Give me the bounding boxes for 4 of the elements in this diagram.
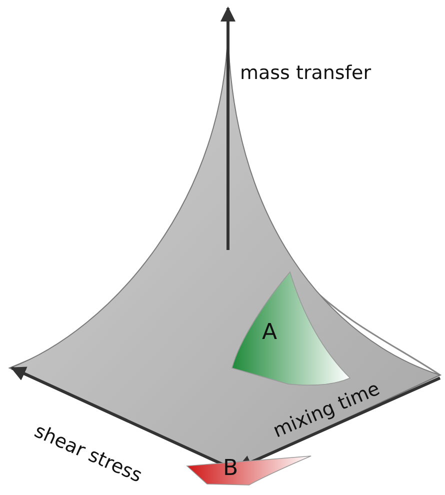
region-letter: A [262,320,278,345]
axis-label: shear stress [31,420,146,488]
region-letter: B [223,456,238,481]
axis-label: mass transfer [240,62,372,84]
